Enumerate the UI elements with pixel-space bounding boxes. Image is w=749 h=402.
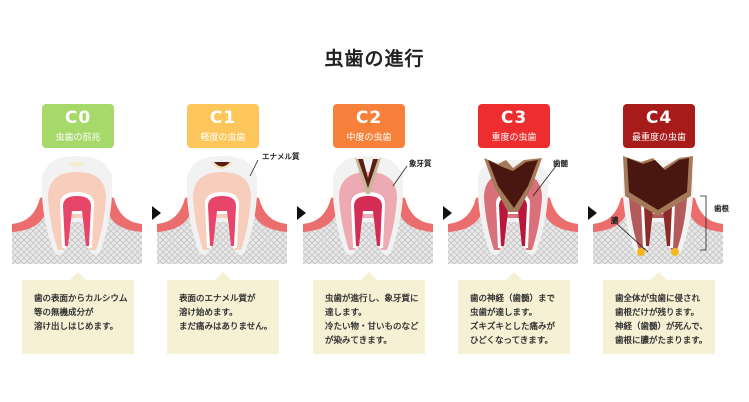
page-title: 虫歯の進行 <box>324 48 425 70</box>
label-root: 歯根 <box>714 204 729 213</box>
label-pus: 膿 <box>611 216 619 225</box>
description-line: 歯全体が虫歯に侵され <box>615 294 701 304</box>
description-box: 表面のエナメル質が溶け始めます。まだ痛みはありません。 <box>167 272 279 354</box>
description-line: 虫歯が達します。 <box>470 308 538 318</box>
stage-code: C3 <box>500 108 528 128</box>
next-arrow-icon <box>443 206 452 220</box>
description-line: ズキズキとした痛みが <box>470 322 556 332</box>
stage-code: C4 <box>645 108 673 128</box>
stage-name: 最重度の虫歯 <box>631 133 686 143</box>
stage-badge: C2 中度の虫歯 <box>333 104 405 148</box>
stage-name: 軽度の虫歯 <box>200 133 246 143</box>
description-box: 虫歯が進行し、象牙質に達します。冷たい物・甘いものなどが染みてきます。 <box>313 272 425 354</box>
stage-name: 中度の虫歯 <box>346 133 392 143</box>
label-enamel: エナメル質 <box>262 152 300 161</box>
stage-badge: C4 最重度の虫歯 <box>623 104 695 148</box>
description-line: が染みてきます。 <box>325 336 392 346</box>
description-line: 表面のエナメル質が <box>179 294 256 304</box>
description-line: 虫歯が進行し、象牙質に <box>325 294 419 304</box>
stage-code: C1 <box>209 108 237 128</box>
description-box: 歯の表面からカルシウム等の無機成分が溶け出しはじめます。 <box>22 272 134 354</box>
description-line: 溶け始めます。 <box>179 308 238 318</box>
tooth-illustration <box>157 156 287 264</box>
description-line: 歯の神経（歯髄）まで <box>470 294 556 304</box>
next-arrow-icon <box>297 206 306 220</box>
stage-name: 重度の虫歯 <box>491 133 537 143</box>
description-line: ひどくなってきます。 <box>470 336 553 346</box>
description-line: 神経（歯髄）が死んで、 <box>615 322 708 332</box>
stage-name: 虫歯の前兆 <box>55 133 101 143</box>
description-line: 歯根に膿がたまります。 <box>615 336 708 346</box>
pus <box>637 248 645 256</box>
stage-badge: C0 虫歯の前兆 <box>42 104 114 148</box>
description-line: まだ痛みはありません。 <box>179 322 273 332</box>
next-arrow-icon <box>588 206 597 220</box>
description-line: 冷たい物・甘いものなど <box>325 322 419 332</box>
stage-badge: C1 軽度の虫歯 <box>187 104 259 148</box>
label-pulp: 歯髄 <box>553 159 568 168</box>
stage-code: C0 <box>64 108 92 128</box>
stage-badge: C3 重度の虫歯 <box>478 104 550 148</box>
description-line: 達します。 <box>325 308 367 318</box>
next-arrow-icon <box>152 206 161 220</box>
description-line: 等の無機成分が <box>34 308 94 318</box>
stage-code: C2 <box>355 108 383 128</box>
description-line: 歯の表面からカルシウム <box>34 294 128 304</box>
tooth-illustration <box>593 156 723 264</box>
tooth-illustration <box>303 156 433 264</box>
white-spot <box>68 162 86 167</box>
description-box: 歯の神経（歯髄）まで虫歯が達します。ズキズキとした痛みがひどくなってきます。 <box>458 272 570 354</box>
tooth-illustration <box>12 156 142 264</box>
description-box: 歯全体が虫歯に侵され歯根だけが残ります。神経（歯髄）が死んで、歯根に膿がたまりま… <box>603 272 715 354</box>
description-line: 歯根だけが残ります。 <box>615 308 700 318</box>
description-line: 溶け出しはじめます。 <box>34 322 119 332</box>
label-dentin: 象牙質 <box>409 159 432 168</box>
tooth-illustration <box>448 156 578 264</box>
